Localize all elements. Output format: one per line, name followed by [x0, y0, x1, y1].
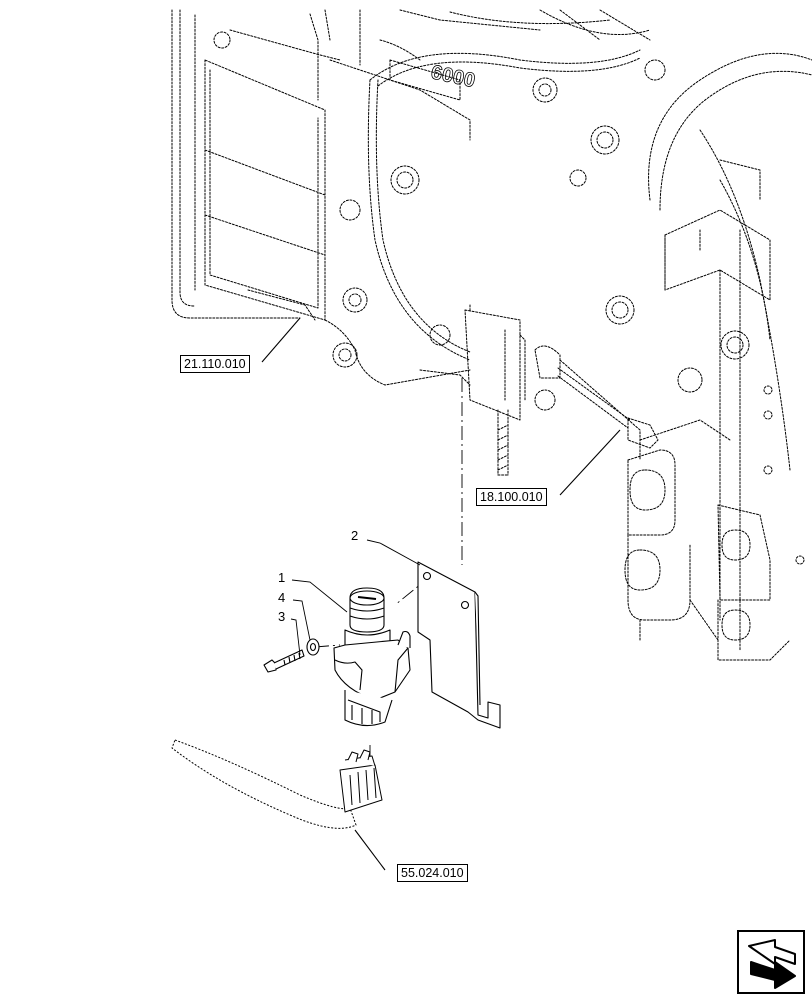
bolt-part-3: [263, 649, 305, 673]
washer-part-4: [306, 638, 320, 656]
callout-3: 3: [278, 609, 285, 624]
callout-2: 2: [351, 528, 358, 543]
next-page-arrow-icon: [748, 939, 796, 989]
callout-numbers: 2 1 4 3: [278, 528, 358, 624]
wiring-harness: [171, 739, 383, 829]
reference-box-55-024-010[interactable]: 55.024.010: [397, 864, 468, 882]
sensor-part-1: [333, 587, 411, 727]
reference-box-18-100-010[interactable]: 18.100.010: [476, 488, 547, 506]
bracket-part-2: [417, 561, 501, 729]
reference-box-21-110-010[interactable]: 21.110.010: [180, 355, 250, 373]
casting-mark-text: 6000: [429, 61, 477, 92]
next-page-button[interactable]: [737, 930, 805, 994]
callout-4: 4: [278, 590, 285, 605]
transmission-housing-outline: [171, 9, 812, 661]
callout-leaders: [290, 539, 421, 656]
callout-1: 1: [278, 570, 285, 585]
reference-leaders: [261, 317, 621, 871]
